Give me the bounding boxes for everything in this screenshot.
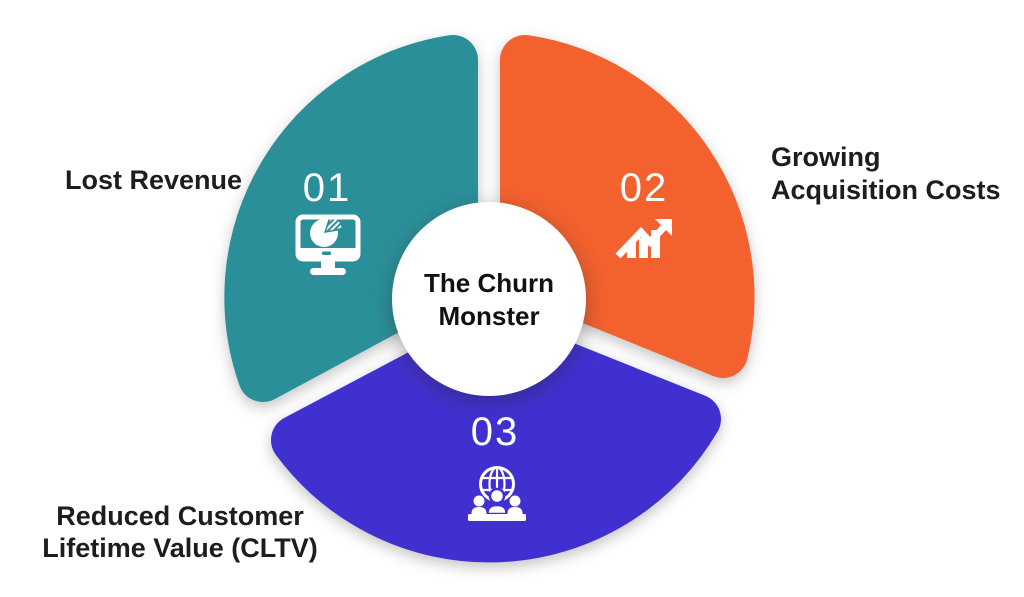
growth-trend-chart-icon	[615, 219, 672, 259]
label-growing-line-2: Acquisition Costs	[771, 175, 1001, 205]
segment-3-number: 03	[471, 410, 520, 454]
center-title-line-2: Monster	[438, 301, 539, 331]
label-lost-revenue: Lost Revenue	[65, 165, 242, 195]
label-reduced-cltv-line-2: Lifetime Value (CLTV)	[42, 533, 318, 563]
label-reduced-cltv-line-1: Reduced Customer	[56, 501, 304, 531]
label-growing-line-1: Growing	[771, 142, 881, 172]
team-globe-icon	[468, 466, 526, 521]
segment-1-number: 01	[303, 166, 352, 210]
monitor-pie-chart-icon	[295, 214, 361, 275]
center-circle	[392, 202, 586, 396]
center-title-line-1: The Churn	[424, 268, 554, 298]
segment-2-number: 02	[620, 166, 669, 210]
